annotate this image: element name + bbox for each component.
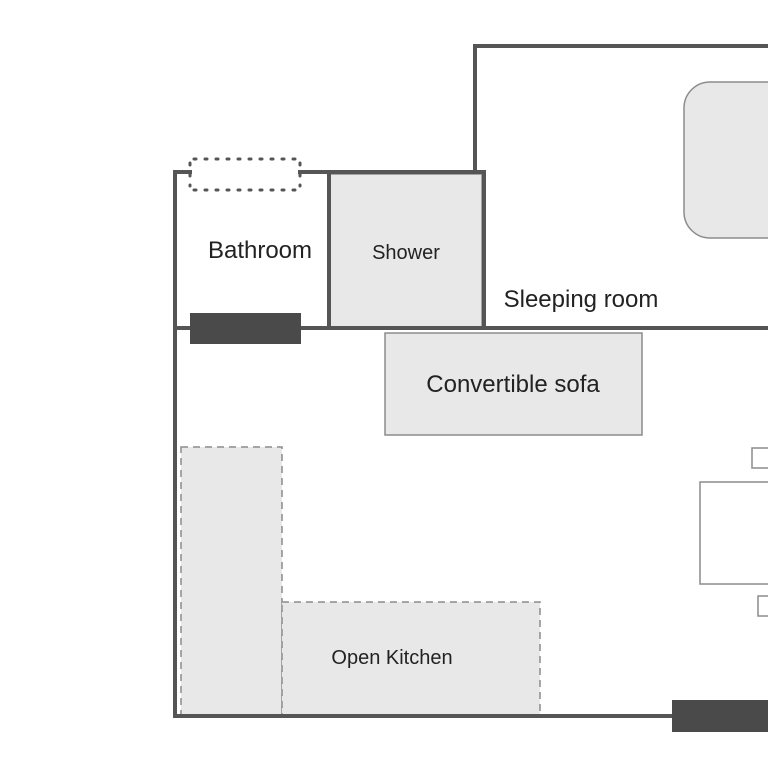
shower-tray — [329, 173, 483, 328]
kitchen-counter-vertical — [180, 446, 283, 716]
bed — [683, 81, 768, 239]
dining-table — [699, 481, 768, 585]
bathroom-door — [190, 313, 301, 344]
sleeping-room-label: Sleeping room — [504, 286, 659, 313]
dining-chair-top — [751, 447, 768, 469]
convertible-sofa-label: Convertible sofa — [426, 371, 600, 398]
open-kitchen-label: Open Kitchen — [331, 647, 452, 669]
entrance-door — [672, 700, 768, 732]
convertible-sofa — [384, 332, 643, 436]
shower-label: Shower — [372, 242, 440, 264]
kitchen-counter-horizontal — [281, 601, 541, 716]
bathroom-label: Bathroom — [208, 237, 312, 264]
dining-chair-bottom — [757, 595, 768, 617]
bathroom-window — [188, 157, 302, 192]
walls — [173, 44, 768, 718]
